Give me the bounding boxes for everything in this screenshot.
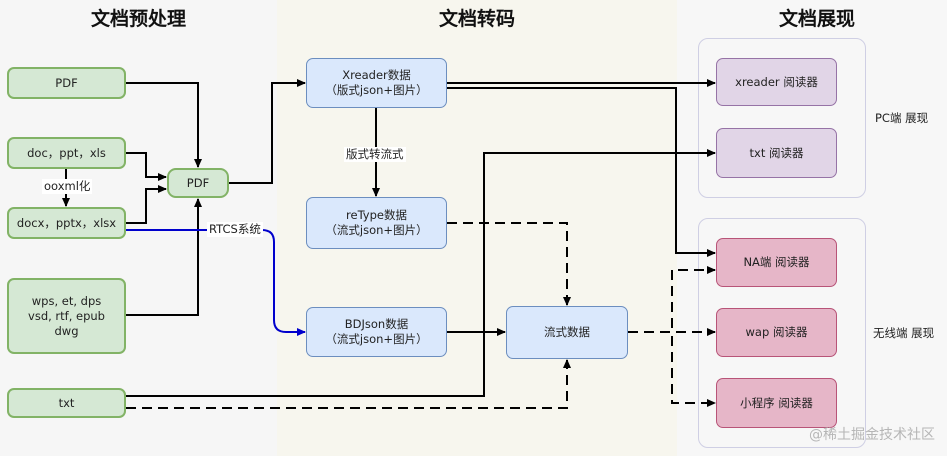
node-txt-source[interactable]: txt bbox=[7, 388, 126, 418]
edge-wps-to-pdf bbox=[126, 198, 202, 316]
heading-display: 文档展现 bbox=[778, 8, 855, 30]
wireless-display-label: 无线端 展现 bbox=[873, 326, 935, 340]
node-miniprogram-reader[interactable]: 小程序 阅读器 bbox=[716, 378, 837, 428]
edge-label-rtcs: RTCS系统 bbox=[207, 222, 263, 237]
edge-retype-to-flow bbox=[447, 222, 571, 306]
pc-display-label: PC端 展现 bbox=[875, 111, 929, 125]
edge-doc-to-pdf bbox=[126, 152, 167, 181]
node-flow-data[interactable]: 流式数据 bbox=[506, 306, 628, 359]
pc-display-group bbox=[698, 38, 866, 198]
node-xreader-data[interactable]: Xreader数据 （版式json+图片） bbox=[306, 58, 447, 108]
node-wap-reader[interactable]: wap 阅读器 bbox=[716, 308, 837, 357]
watermark: @稀土掘金技术社区 bbox=[809, 427, 935, 443]
edge-docx-to-pdf bbox=[126, 185, 167, 224]
node-doc-ppt-xls[interactable]: doc，ppt，xls bbox=[7, 137, 126, 169]
node-docx-pptx-xlsx[interactable]: docx，pptx，xlsx bbox=[7, 207, 126, 239]
edge-xreader-to-na bbox=[447, 87, 716, 257]
node-pdf-source[interactable]: PDF bbox=[7, 67, 126, 99]
edge-txt-to-flow bbox=[126, 359, 571, 409]
heading-preprocess: 文档预处理 bbox=[90, 8, 186, 30]
edge-flow-to-mini bbox=[628, 331, 716, 407]
node-na-reader[interactable]: NA端 阅读器 bbox=[716, 238, 837, 287]
heading-transcode: 文档转码 bbox=[438, 8, 515, 30]
node-wps-formats[interactable]: wps, et, dps vsd, rtf, epub dwg bbox=[7, 278, 126, 354]
node-retype-data[interactable]: reType数据 （流式json+图片） bbox=[306, 197, 447, 249]
edge-txt-to-txt-reader bbox=[126, 149, 716, 397]
node-bdjson-data[interactable]: BDJson数据 （流式json+图片） bbox=[306, 307, 447, 357]
edge-label-ooxml: ooxml化 bbox=[42, 179, 93, 194]
edge-label-layout-to-flow: 版式转流式 bbox=[344, 147, 406, 162]
edge-pdf-to-xreader bbox=[229, 79, 306, 184]
node-txt-reader[interactable]: txt 阅读器 bbox=[716, 128, 837, 178]
node-xreader-reader[interactable]: xreader 阅读器 bbox=[716, 58, 837, 106]
node-pdf-intermediate[interactable]: PDF bbox=[167, 168, 229, 198]
edge-rtcs bbox=[126, 229, 306, 336]
edge-pdf-to-pdf bbox=[126, 82, 202, 168]
edge-flow-to-na bbox=[628, 266, 716, 333]
